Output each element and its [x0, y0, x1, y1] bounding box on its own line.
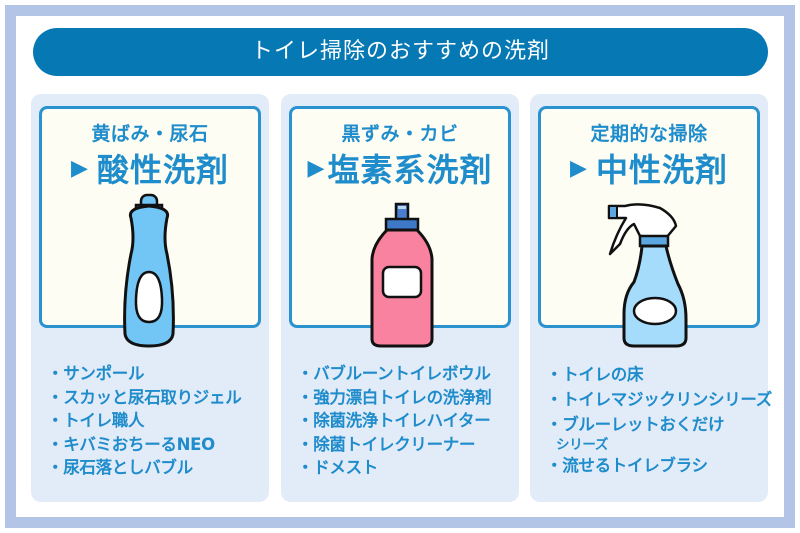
card-chlorine-detergent: 黒ずみ・カビ ▶塩素系洗剤 ・バブルーントイレボウル ・強力漂白トイレの洗浄剤 … [281, 94, 519, 502]
product-list: ・サンポール ・スカッと尿石取りジェル ・トイレ職人 ・キバミおちーるNEO ・… [47, 362, 263, 480]
triangle-right-icon: ▶ [307, 156, 326, 181]
card-header-box: 黒ずみ・カビ ▶塩素系洗剤 [289, 106, 511, 328]
list-item: ・トイレ職人 [47, 411, 145, 430]
list-item: ・除菌洗浄トイレハイター [297, 411, 491, 430]
card-header-box: 黄ばみ・尿石 ▶ 酸性洗剤 [39, 106, 261, 328]
use-case-label: 定期的な掃除 [590, 123, 708, 145]
list-item: ・尿石落としバブル [47, 458, 193, 477]
list-item: ・キバミおちーるNEO [47, 434, 215, 454]
detergent-type-heading: ▶ 酸性洗剤 [42, 145, 258, 191]
product-list: ・バブルーントイレボウル ・強力漂白トイレの洗浄剤 ・除菌洗浄トイレハイター ・… [297, 362, 513, 480]
use-case-label: 黄ばみ・尿石 [91, 123, 209, 145]
list-item: ・バブルーントイレボウル [297, 364, 491, 383]
list-item: ・強力漂白トイレの洗浄剤 [297, 387, 492, 407]
list-item: ・ドメスト [297, 458, 379, 477]
detergent-type-label: 中性洗剤 [595, 151, 728, 189]
triangle-right-icon: ▶ [570, 156, 588, 181]
detergent-type-heading: ▶ 中性洗剤 [541, 145, 757, 191]
product-list: ・トイレの床 ・トイレマジックリンシリーズ ・ブルーレットおくだけ シリーズ ・… [546, 362, 772, 478]
detergent-type-heading: ▶塩素系洗剤 [292, 145, 508, 191]
use-case-label: 黒ずみ・カビ [341, 123, 459, 145]
list-item: ・流せるトイレブラシ [546, 456, 708, 475]
detergent-type-label: 酸性洗剤 [96, 151, 229, 189]
list-item-label: ・ブルーレットおくだけ [546, 415, 725, 434]
list-item: ・サンポール [47, 364, 145, 383]
page-title: トイレ掃除のおすすめの洗剤 [33, 28, 768, 76]
list-item-subtext: シリーズ [556, 437, 609, 453]
list-item: ・トイレの床 [546, 365, 644, 384]
card-acidic-detergent: 黄ばみ・尿石 ▶ 酸性洗剤 ・サンポール ・スカッと尿石取りジェル ・トイレ職人 … [31, 94, 269, 502]
list-item: ・トイレマジックリンシリーズ [546, 390, 772, 409]
list-item: ・ブルーレットおくだけ シリーズ [546, 412, 762, 453]
list-item: ・除菌トイレクリーナー [297, 434, 476, 454]
card-header-box: 定期的な掃除 ▶ 中性洗剤 [538, 106, 760, 328]
list-item: ・スカッと尿石取りジェル [47, 387, 242, 407]
detergent-type-label: 塩素系洗剤 [327, 151, 493, 189]
triangle-right-icon: ▶ [71, 156, 89, 181]
card-neutral-detergent: 定期的な掃除 ▶ 中性洗剤 ・トイレの床 ・トイレマジックリンシリーズ ・ブルーレ… [530, 94, 772, 502]
